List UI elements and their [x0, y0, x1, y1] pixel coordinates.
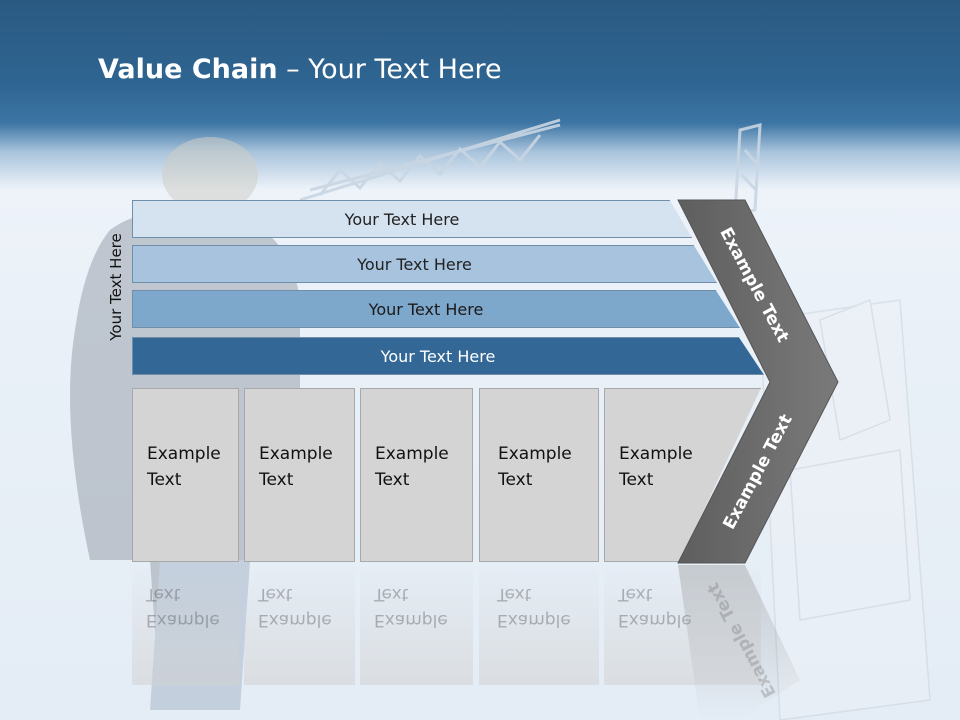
- column-3-line2: Text: [375, 470, 410, 490]
- column-4-text: Example Text: [498, 441, 588, 493]
- bar-2[interactable]: Your Text Here: [132, 245, 717, 283]
- header-band: [0, 0, 960, 190]
- column-1[interactable]: Example Text: [132, 388, 239, 562]
- column-2-line2: Text: [259, 470, 294, 490]
- column-2[interactable]: Example Text: [244, 388, 355, 562]
- column-2-line1: Example: [259, 444, 333, 464]
- column-4-line2: Text: [498, 470, 533, 490]
- column-1-line1: Example: [147, 444, 221, 464]
- bar-2-label: Your Text Here: [357, 254, 472, 274]
- title-bold: Value Chain: [98, 54, 278, 85]
- column-3[interactable]: Example Text: [360, 388, 473, 562]
- chevron-shape[interactable]: [677, 199, 839, 564]
- column-4-line1: Example: [498, 444, 572, 464]
- bar-4[interactable]: Your Text Here: [132, 337, 764, 375]
- bar-3-label: Your Text Here: [368, 299, 484, 319]
- column-3-line1: Example: [375, 444, 449, 464]
- column-1-line2: Text: [147, 470, 182, 490]
- title-rest: – Your Text Here: [277, 54, 502, 85]
- bar-4-label: Your Text Here: [380, 346, 496, 366]
- page-title: Value Chain – Your Text Here: [98, 54, 502, 85]
- bar-1-label: Your Text Here: [344, 209, 460, 229]
- chevron-reflection: [678, 565, 800, 720]
- column-4[interactable]: Example Text: [479, 388, 599, 562]
- column-1-text: Example Text: [147, 441, 237, 493]
- column-5-text: Example Text: [619, 441, 709, 493]
- column-2-text: Example Text: [259, 441, 349, 493]
- column-5-line1: Example: [619, 444, 693, 464]
- bar-3[interactable]: Your Text Here: [132, 290, 740, 328]
- column-3-text: Example Text: [375, 441, 465, 493]
- bar-1[interactable]: Your Text Here: [132, 200, 692, 238]
- column-5-line2: Text: [619, 470, 654, 490]
